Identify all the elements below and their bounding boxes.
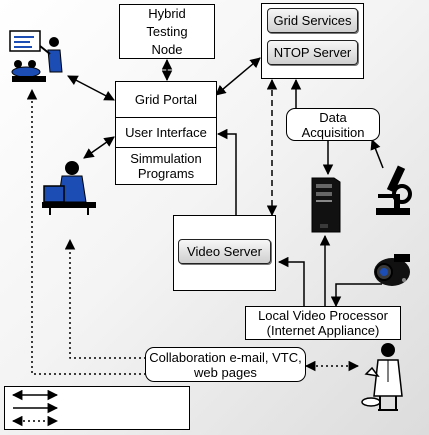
microscope-icon [376, 165, 412, 215]
legend-lines [11, 389, 59, 427]
microscope-daq-link [370, 139, 384, 169]
local-video-processor-box: Local Video Processor (Internet Applianc… [245, 306, 401, 340]
collaboration-box: Collaboration e-mail, VTC, web pages [145, 347, 306, 382]
simulation-programs-label: Simmulation Programs [130, 151, 202, 181]
data-acquisition-box: Data Acquisition [286, 108, 380, 141]
grid-portal-cell[interactable]: Grid Portal [116, 82, 216, 118]
video-ui-link [216, 128, 237, 215]
ui-user-link [83, 136, 115, 159]
ntop-server-label: NTOP Server [273, 44, 352, 60]
grid-services-pill[interactable]: Grid Services [267, 8, 358, 33]
hybrid-testing-node-box: Hybrid Testing Node [119, 4, 215, 59]
data-acquisition-label: Data Acquisition [301, 109, 365, 140]
video-server-label: Video Server [187, 243, 262, 259]
lvp-video-link [277, 256, 305, 306]
legend [4, 386, 190, 430]
local-video-processor-label: Local Video Processor (Internet Applianc… [258, 308, 388, 338]
ntop-server-pill[interactable]: NTOP Server [267, 40, 358, 65]
grid-portal-label: Grid Portal [134, 92, 198, 107]
video-camera-icon [374, 254, 410, 286]
grid-services-container: Grid Services NTOP Server [261, 3, 364, 79]
hybrid-testing-node-label: Hybrid Testing Node [146, 5, 188, 57]
presenter-icon [9, 30, 63, 82]
user-interface-label: User Interface [125, 125, 207, 140]
camera-lvp-link [330, 283, 382, 308]
video-server-pill[interactable]: Video Server [178, 239, 271, 264]
portal-services-link [215, 57, 261, 96]
computer-user-icon [42, 161, 96, 215]
collab-user-dotted-link [64, 238, 146, 359]
grid-services-label: Grid Services [273, 12, 352, 28]
grid-portal-stack: Grid Portal User Interface Simmulation P… [115, 81, 217, 185]
server-tower-icon [311, 177, 341, 233]
simulation-programs-cell[interactable]: Simmulation Programs [116, 148, 216, 184]
video-server-container: Video Server [173, 215, 276, 291]
user-interface-cell[interactable]: User Interface [116, 118, 216, 148]
collaboration-label: Collaboration e-mail, VTC, web pages [149, 349, 302, 380]
scientist-icon [361, 343, 403, 411]
presenter-portal-link [67, 75, 115, 101]
